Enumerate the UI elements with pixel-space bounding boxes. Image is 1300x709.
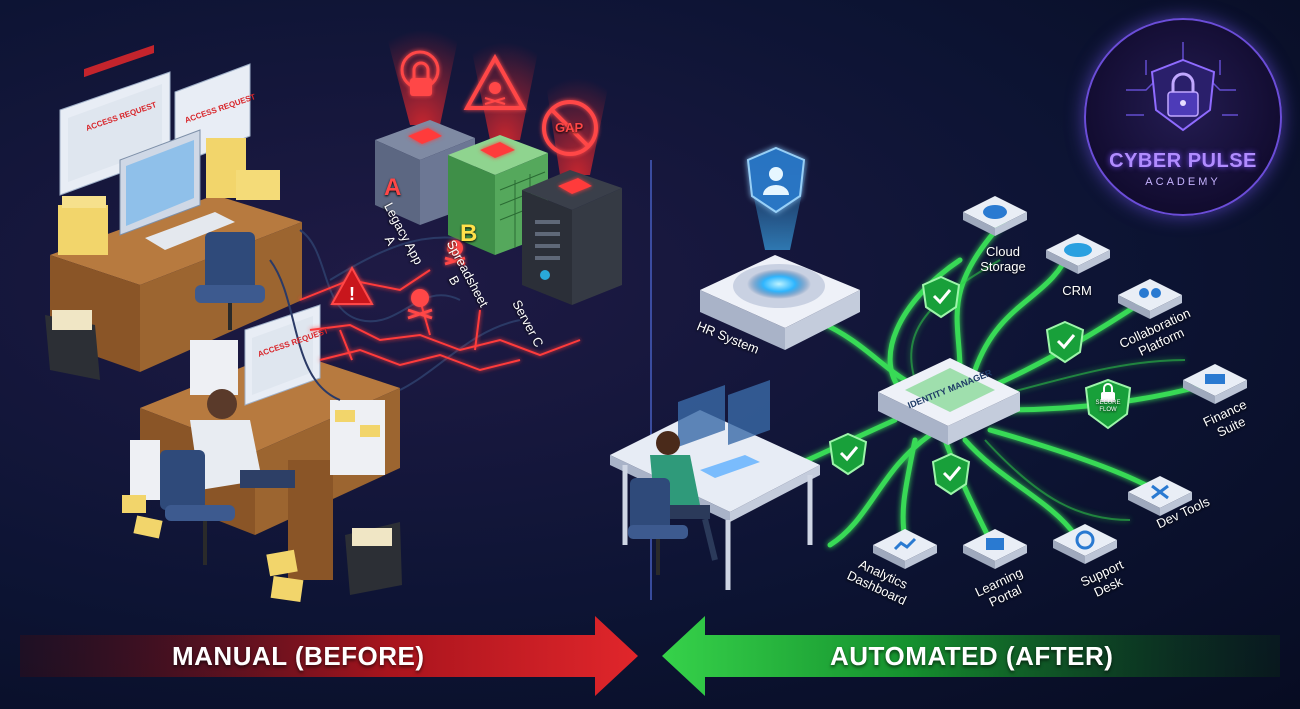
identity-manager-hub xyxy=(878,358,1020,445)
server-c xyxy=(522,78,622,305)
gap-sign: GAP xyxy=(555,120,584,135)
automated-arrow xyxy=(662,616,1280,696)
app-label-crm: CRM xyxy=(1062,283,1092,298)
lock-warning-icon xyxy=(400,50,440,96)
app-label-cloud-storage: Cloud Storage xyxy=(980,244,1026,274)
manual-desk-top xyxy=(45,44,302,380)
check-shield-icon xyxy=(828,275,1085,496)
manual-arrow xyxy=(20,616,638,696)
server-letter-b: B xyxy=(460,220,478,247)
cyber-pulse-logo: CYBER PULSE ACADEMY xyxy=(1084,18,1282,216)
secure-flow-lock-icon xyxy=(1084,378,1132,430)
skull-icon xyxy=(407,289,433,320)
red-crack-paths xyxy=(299,269,581,372)
automated-after-label: AUTOMATED (AFTER) xyxy=(830,641,1114,671)
manual-before-label: MANUAL (BEFORE) xyxy=(172,641,425,671)
shield-user-icon xyxy=(746,146,806,214)
padlock-shield-icon xyxy=(1126,42,1238,132)
manual-desk-bottom xyxy=(122,304,402,602)
svg-text:!: ! xyxy=(349,284,355,304)
skull-icon-2 xyxy=(444,240,466,266)
warning-triangle-icon: ! xyxy=(330,265,374,305)
server-letter-a: A xyxy=(384,174,402,201)
app-tiles xyxy=(873,196,1247,569)
secure-flow-label: SECURE FLOW xyxy=(1095,400,1121,413)
automated-workstation xyxy=(610,380,820,590)
green-connections-thin xyxy=(910,259,1186,521)
logo-subtitle: ACADEMY xyxy=(1145,176,1221,188)
gap-forbidden-icon xyxy=(542,100,598,156)
hazard-triangle-icon xyxy=(463,53,527,110)
logo-title: CYBER PULSE xyxy=(1109,150,1257,172)
